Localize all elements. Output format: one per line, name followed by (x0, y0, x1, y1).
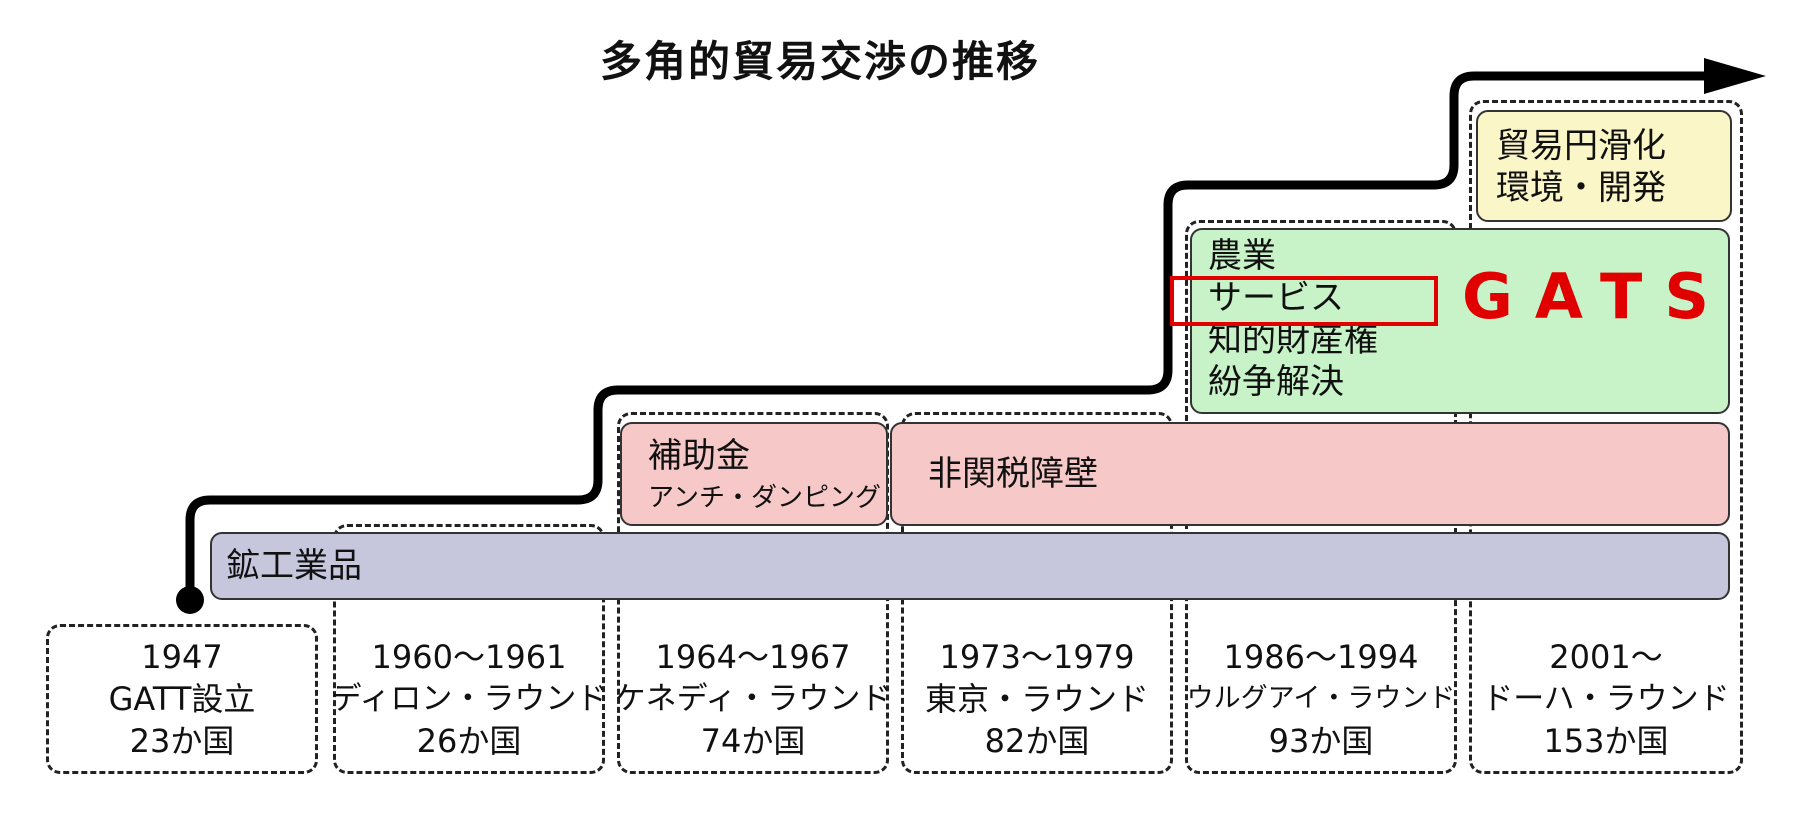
round-box-kennedy: 1964～1967 ケネディ・ラウンド 74か国 (614, 624, 892, 774)
round-name: ドーハ・ラウンド (1482, 681, 1730, 717)
uruguay-new-areas-band: 農業 サービス 知的財産権 紛争解決 (1190, 228, 1730, 414)
ip-label: 知的財産権 (1208, 320, 1378, 360)
gats-label: GATS (1462, 260, 1732, 333)
round-box-doha: 2001～ ドーハ・ラウンド 153か国 (1469, 624, 1743, 774)
antidumping-label: アンチ・ダンピング (648, 483, 881, 513)
round-countries: 82か国 (984, 722, 1090, 760)
dispute-label: 紛争解決 (1208, 362, 1344, 402)
round-years: 1973～1979 (939, 638, 1135, 676)
round-years: 1947 (141, 638, 223, 676)
subsidy-label: 補助金 (648, 436, 750, 476)
agriculture-label: 農業 (1208, 236, 1276, 276)
round-countries: 93か国 (1268, 722, 1374, 760)
round-name: GATT設立 (108, 680, 256, 718)
step-path (185, 71, 1715, 603)
round-countries: 153か国 (1543, 722, 1669, 760)
round-years: 1986～1994 (1223, 638, 1419, 676)
round-years: 2001～ (1549, 638, 1663, 676)
start-dot (176, 586, 204, 614)
round-box-dillon: 1960～1961 ディロン・ラウンド 26か国 (330, 624, 608, 774)
round-name: ウルグアイ・ラウンド (1186, 683, 1456, 714)
mining-industrial-band: 鉱工業品 (210, 532, 1730, 600)
round-box-gatt: 1947 GATT設立 23か国 (46, 624, 318, 774)
round-box-uruguay: 1986～1994 ウルグアイ・ラウンド 93か国 (1185, 624, 1457, 774)
arrowhead (1704, 58, 1766, 94)
diagram-title: 多角的貿易交渉の推移 (599, 37, 1040, 86)
round-countries: 74か国 (700, 722, 806, 760)
services-label: サービス (1208, 278, 1344, 318)
trade-facilitation-label: 貿易円滑化 (1496, 126, 1666, 166)
round-countries: 26か国 (416, 722, 522, 760)
round-years: 1964～1967 (655, 638, 851, 676)
dillon-column-frame (333, 524, 605, 774)
round-countries: 23か国 (129, 722, 235, 760)
non-tariff-band: 非関税障壁 (890, 422, 1730, 526)
non-tariff-label: 非関税障壁 (928, 454, 1098, 494)
subsidy-band: 補助金 アンチ・ダンピング (620, 422, 888, 526)
doha-new-areas-band: 貿易円滑化 環境・開発 (1476, 110, 1732, 222)
round-name: ケネディ・ラウンド (614, 681, 892, 717)
round-name: 東京・ラウンド (924, 680, 1149, 718)
round-name: ディロン・ラウンド (330, 681, 608, 717)
environment-dev-label: 環境・開発 (1496, 168, 1666, 208)
round-box-tokyo: 1973～1979 東京・ラウンド 82か国 (901, 624, 1173, 774)
mining-industrial-label: 鉱工業品 (226, 546, 362, 586)
services-highlight (1170, 276, 1438, 326)
round-years: 1960～1961 (371, 638, 567, 676)
